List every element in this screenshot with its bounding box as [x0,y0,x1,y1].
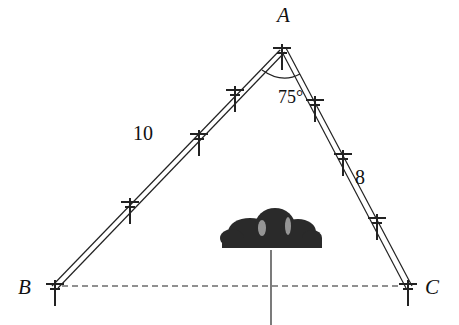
pole-stroke [338,158,348,160]
pole-stroke [277,52,287,54]
pole-stroke [121,201,139,203]
pole-stroke [50,288,60,290]
wire [286,48,412,286]
angle-arc [262,70,300,78]
side-length: 8 [355,167,365,187]
pole-stroke [368,217,386,219]
dashed-line [62,285,400,286]
pole-stroke [226,89,244,91]
pole-stroke [399,283,417,285]
forest [220,208,322,248]
wire [281,50,406,288]
vertical-line [270,250,271,325]
pole-stroke [230,94,240,96]
wire [52,50,280,286]
pole-stroke [403,288,413,290]
pole-stroke [190,133,208,135]
pole-stroke [310,104,320,106]
side-length: 10 [133,123,153,143]
angle-label: 75° [278,88,303,106]
vertex-label: A [277,5,290,26]
vertex-label: C [425,277,439,298]
wire [58,52,285,288]
pole-stroke [372,222,382,224]
power-poles [46,44,417,306]
pole-stroke [194,138,204,140]
pole-stroke [125,206,135,208]
pole-stroke [306,99,324,101]
pole-stroke [334,153,352,155]
vertex-label: B [18,277,31,298]
pole-stroke [46,283,64,285]
pole-stroke [273,47,291,49]
